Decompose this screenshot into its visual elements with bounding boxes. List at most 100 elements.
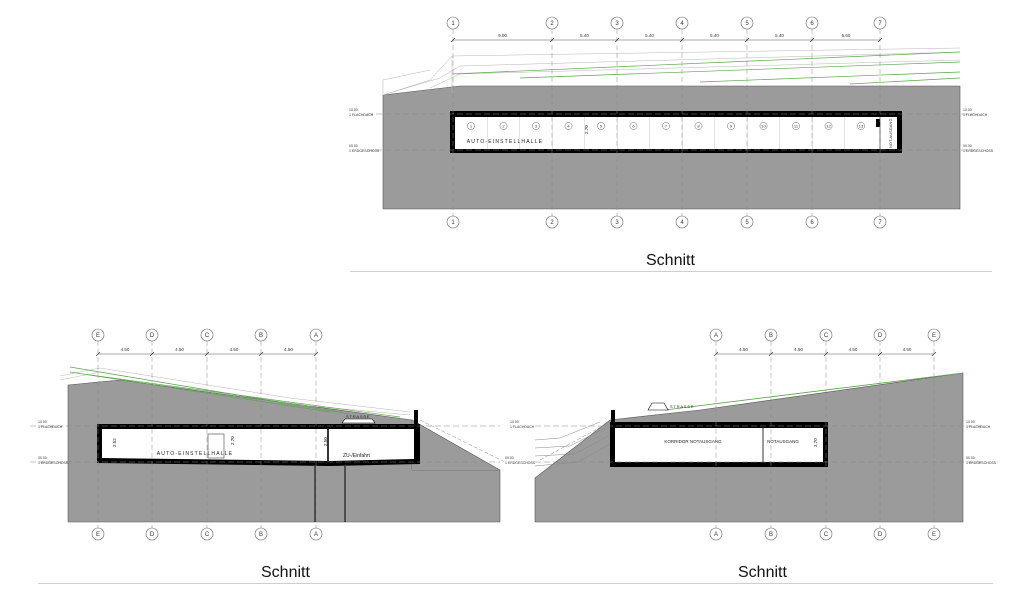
exit-label: NOT-AUSGANG [888, 118, 893, 148]
right-dim-tick-3 [877, 351, 883, 357]
svg-text:E: E [932, 532, 936, 538]
top-dim-tick-2 [614, 37, 620, 43]
bay-5: 5 [597, 122, 605, 130]
level-upper-left2: 10.00 [38, 420, 47, 424]
svg-text:12: 12 [826, 124, 831, 129]
section-right: STRASSE KORRIDOR NOTAUSGANG NOTAUSGANG 2… [510, 328, 997, 541]
svg-text:3: 3 [535, 124, 538, 129]
bay-13: 13 [857, 122, 865, 130]
axis-top-2: 2 [545, 16, 559, 30]
street-curb-left [341, 418, 376, 424]
street-label-right: STRASSE [670, 404, 694, 409]
axis-top-5: 5 [740, 16, 754, 30]
axis-bottom-6: 6 [805, 215, 819, 229]
top-dim-tick-5 [809, 37, 815, 43]
axis-right-top-C: C [819, 328, 833, 342]
axis-top-1: 1 [446, 16, 460, 30]
axis-bottom-5: 5 [740, 215, 754, 229]
axis-left-top-A: A [309, 328, 323, 342]
bay-4: 4 [564, 122, 573, 130]
level-upper-name-right: 1 FLACHDACH [963, 113, 988, 117]
level-lines-right [535, 425, 985, 463]
left-dim-tick-1 [149, 351, 155, 357]
axis-right-bottom-E: E [927, 527, 941, 541]
svg-text:9: 9 [730, 124, 733, 129]
svg-text:3: 3 [615, 21, 619, 27]
exit-label-right: NOTAUSGANG [767, 439, 799, 444]
svg-text:B: B [769, 532, 773, 538]
svg-text:5: 5 [745, 21, 749, 27]
bay-9: 9 [727, 122, 735, 130]
svg-text:7: 7 [665, 124, 668, 129]
axis-right-top-B: B [764, 328, 778, 342]
garage-interior-left [102, 429, 414, 461]
svg-text:2: 2 [550, 21, 554, 27]
top-dim-span-0: 9.00 [498, 33, 507, 38]
axis-left-bottom-D: D [145, 527, 159, 541]
corridor-interior [615, 428, 823, 462]
svg-text:1: 1 [451, 21, 455, 27]
height-right: 2.50 [323, 437, 328, 446]
svg-text:B: B [769, 333, 773, 339]
divider-top [350, 271, 992, 272]
level-upper-r1: 10.00 [510, 420, 519, 424]
axis-bottom-4: 4 [675, 215, 689, 229]
axis-left-top-B: B [254, 328, 268, 342]
top-dim-tick-4 [744, 37, 750, 43]
svg-text:13: 13 [859, 124, 864, 129]
axis-right-top-E: E [927, 328, 941, 342]
svg-text:3: 3 [615, 220, 619, 226]
axis-left-top-D: D [145, 328, 159, 342]
level-upper-r2: 10.00 [966, 420, 975, 424]
svg-text:C: C [824, 532, 829, 538]
axis-top-4: 4 [675, 16, 689, 30]
svg-text:5: 5 [745, 220, 749, 226]
level-lower-right2: 00.00 [505, 456, 514, 460]
axis-right-bottom-B: B [764, 527, 778, 541]
level-lines-left [30, 425, 500, 463]
svg-text:D: D [878, 532, 883, 538]
street-label-left: STRASSE [346, 414, 370, 419]
axis-top-7: 7 [873, 16, 887, 30]
level-lower-name-r2: 1 ERDGESCHOSS [966, 461, 997, 465]
level-upper-name-r2: 1 FLACHDACH [966, 425, 991, 429]
svg-text:4: 4 [567, 124, 570, 129]
axis-left-bottom-A: A [309, 527, 323, 541]
svg-text:C: C [824, 333, 829, 339]
level-lower-left: 00.00 [349, 144, 358, 148]
right-dim-span-0: 4.50 [739, 347, 748, 352]
terrain-green-lines-left [69, 366, 401, 418]
height-mid: 2.70 [230, 436, 235, 445]
axis-bottom-3: 3 [610, 215, 624, 229]
svg-text:1: 1 [451, 220, 455, 226]
svg-text:11: 11 [794, 124, 799, 129]
top-dim-tick-0 [450, 37, 456, 43]
level-lower-name-left: 1 ERDGESCHOSS [349, 149, 380, 153]
axis-right-bottom-C: C [819, 527, 833, 541]
exit-stair-wall [876, 119, 880, 127]
axis-left-top-C: C [200, 328, 214, 342]
svg-text:A: A [314, 333, 318, 339]
axis-left-bottom-C: C [200, 527, 214, 541]
height-left: 2.52 [112, 438, 117, 447]
level-upper-left: 10.00 [349, 108, 358, 112]
terrain-green-lines [451, 51, 961, 85]
top-dim-span-5: 5.60 [842, 33, 851, 38]
svg-text:6: 6 [810, 220, 814, 226]
left-dim-span-2: 4.50 [230, 347, 239, 352]
svg-text:E: E [96, 532, 100, 538]
bay-10: 10 [759, 122, 768, 130]
bay-1: 1 [467, 122, 475, 130]
bay-11: 11 [792, 122, 800, 130]
level-lower-name-left2: 1 ERDGESCHOSS [38, 461, 69, 465]
right-dim-span-3: 4.50 [903, 347, 912, 352]
caption-bottom-left: Schnitt [261, 564, 310, 581]
left-dim-span-0: 4.50 [121, 347, 130, 352]
bay-8: 8 [694, 122, 703, 130]
level-lines [367, 113, 975, 151]
